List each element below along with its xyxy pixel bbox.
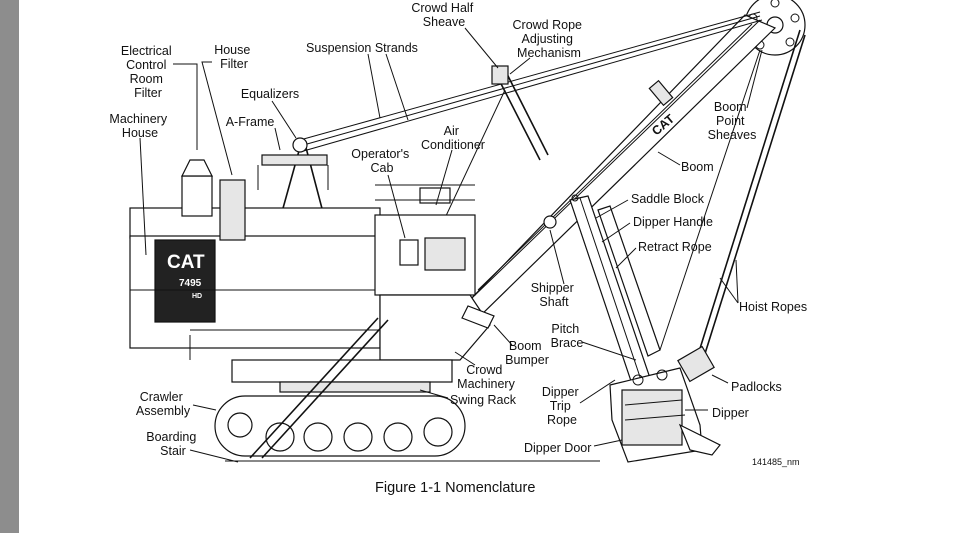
- lower-body: [231, 294, 495, 393]
- label-air-conditioner: Air Conditioner: [421, 124, 485, 152]
- labels: Crowd Half Sheave Crowd Rope Adjusting M…: [109, 1, 807, 458]
- label-machinery-house: Machinery House: [109, 112, 170, 140]
- label-crowd-half-sheave: Crowd Half Sheave: [411, 1, 476, 29]
- label-retract-rope: Retract Rope: [638, 240, 712, 254]
- label-dipper: Dipper: [712, 406, 749, 420]
- label-crawler-assembly: Crawler Assembly: [136, 390, 191, 418]
- shovel-illustration: CAT: [129, 0, 806, 463]
- label-swing-rack: Swing Rack: [450, 393, 517, 407]
- label-crowd-rope-adjusting-mechanism: Crowd Rope Adjusting Mechanism: [513, 18, 586, 60]
- operators-cab: [374, 184, 476, 296]
- label-dipper-door: Dipper Door: [524, 441, 591, 455]
- label-dipper-handle: Dipper Handle: [633, 215, 713, 229]
- machinery-house: [129, 159, 381, 360]
- label-hoist-ropes: Hoist Ropes: [739, 300, 807, 314]
- label-suspension-strands: Suspension Strands: [306, 41, 418, 55]
- label-electrical-control-room-filter: Electrical Control Room Filter: [121, 44, 175, 100]
- crawler-assembly: [214, 395, 466, 457]
- label-crowd-machinery: Crowd Machinery: [457, 363, 515, 391]
- label-pitch-brace: Pitch Brace: [551, 322, 584, 350]
- label-dipper-trip-rope: Dipper Trip Rope: [542, 385, 582, 427]
- leader-lines: [139, 27, 763, 463]
- left-margin-bar: [0, 0, 19, 533]
- label-padlocks: Padlocks: [731, 380, 782, 394]
- label-boom-point-sheaves: Boom Point Sheaves: [708, 100, 757, 142]
- model-suffix: HD: [192, 293, 202, 300]
- house-cat-logo: CAT: [167, 252, 205, 273]
- figure-caption: Figure 1-1 Nomenclature: [375, 480, 536, 496]
- label-boom-bumper: Boom Bumper: [505, 339, 549, 367]
- suspension-strands: [299, 11, 763, 153]
- figure-reference-number: 141485_nm: [752, 457, 800, 467]
- label-boarding-stair: Boarding Stair: [146, 430, 200, 458]
- boarding-stair: [249, 317, 389, 459]
- label-saddle-block: Saddle Block: [631, 192, 705, 206]
- label-equalizers: Equalizers: [241, 87, 299, 101]
- label-house-filter: House Filter: [214, 43, 254, 71]
- label-a-frame: A-Frame: [226, 115, 275, 129]
- hoist-ropes: [659, 29, 806, 361]
- label-operators-cab: Operator's Cab: [351, 147, 412, 175]
- model-number: 7495: [179, 278, 202, 289]
- label-shipper-shaft: Shipper Shaft: [531, 281, 578, 309]
- label-boom: Boom: [681, 160, 714, 174]
- dipper-bucket: [609, 345, 721, 463]
- dipper-handle: [543, 194, 661, 385]
